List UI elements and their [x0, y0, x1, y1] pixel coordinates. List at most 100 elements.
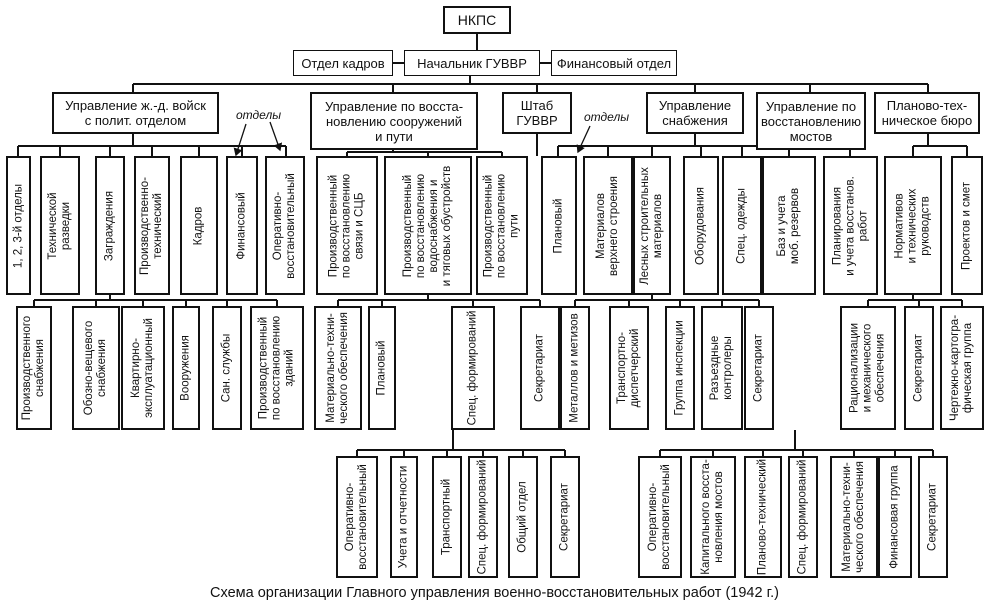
row2-box-5-label: Финансовый — [235, 191, 248, 260]
row4-box-12: Секретариат — [918, 456, 948, 578]
row3-box-14-label: Секретариат — [752, 334, 765, 402]
connector-26 — [558, 145, 789, 147]
row3-box-0: Производственного снабжения — [16, 306, 52, 430]
row2-box-4: Кадров — [180, 156, 218, 295]
row4-box-4-label: Общий отдел — [516, 481, 529, 553]
row3-box-9-label: Секретариат — [533, 334, 546, 402]
row3-box-7: Плановый — [368, 306, 396, 430]
row3-box-11: Транспортно- диспетчерский — [609, 306, 649, 430]
connector-7 — [536, 84, 538, 92]
connector-27 — [694, 134, 696, 146]
row3-box-8-label: Спец. формирований — [466, 310, 479, 426]
row4-box-9-label: Спец. формирований — [796, 459, 809, 575]
connector-21 — [392, 150, 394, 152]
connector-75 — [659, 450, 661, 456]
connector-81 — [932, 450, 934, 456]
row3-box-10-label: Металлов и метизов — [568, 313, 581, 423]
row2-box-3-label: Производственно- технический — [139, 176, 164, 275]
dept-planning-bureau: Планово-тех- ническое бюро — [874, 92, 980, 134]
connector-67 — [356, 450, 358, 456]
connector-17 — [198, 146, 200, 156]
dept-staff: Штаб ГУВВР — [502, 92, 572, 134]
diagram-caption: Схема организации Главного управления во… — [210, 585, 779, 601]
connector-2 — [540, 62, 551, 64]
row4-box-4: Общий отдел — [508, 456, 538, 578]
connector-29 — [607, 146, 609, 156]
row3-box-17: Чертежно-картогра- фическая группа — [940, 306, 984, 430]
row4-box-6: Оперативно- восстановительный — [638, 456, 682, 578]
row2-box-16-label: Планирования и учета восстанов. работ — [831, 175, 869, 276]
connector-9 — [809, 84, 811, 92]
connector-66 — [452, 430, 454, 450]
connector-74 — [794, 430, 796, 450]
row2-box-13: Оборудования — [683, 156, 719, 295]
connector-79 — [853, 450, 855, 456]
row4-box-7: Капитального восста- новления мостов — [690, 456, 736, 578]
row2-box-14-label: Спец. одежды — [735, 187, 748, 264]
connector-6 — [392, 84, 394, 92]
connector-25 — [536, 134, 538, 156]
connector-80 — [894, 450, 896, 456]
row2-box-1-label: Технической разведки — [47, 191, 72, 260]
row3-box-16-label: Секретариат — [912, 334, 925, 402]
row4-box-8-label: Планово-технический — [756, 458, 769, 576]
connector-40 — [33, 300, 35, 306]
connector-12 — [132, 134, 134, 146]
row3-box-17-label: Чертежно-картогра- фическая группа — [949, 314, 974, 422]
connector-32 — [741, 146, 743, 156]
connector-18 — [241, 146, 243, 156]
connector-78 — [802, 450, 804, 456]
connector-15 — [109, 146, 111, 156]
row3-box-3-label: Вооружения — [179, 335, 192, 401]
connector-52 — [427, 295, 429, 300]
row2-box-5: Финансовый — [226, 156, 258, 295]
row4-box-1-label: Учета и отчетности — [397, 465, 410, 569]
connector-51 — [539, 300, 541, 306]
connector-34 — [849, 150, 851, 156]
finance-dept-box: Финансовый отдел — [551, 50, 677, 76]
connector-47 — [338, 299, 540, 301]
row4-box-6-label: Оперативно- восстановительный — [647, 464, 672, 570]
row2-box-16: Планирования и учета восстанов. работ — [823, 156, 878, 295]
label-otdely-left: отделы — [236, 108, 282, 122]
row2-box-11: Материалов верхнего строения — [583, 156, 633, 295]
dept-bridges-restoration: Управление по восстановлению мостов — [756, 92, 866, 150]
row3-box-11-label: Транспортно- диспетчерский — [616, 328, 641, 408]
row3-box-1: Обозно-вещевого снабжения — [72, 306, 120, 430]
connector-19 — [285, 146, 287, 156]
connector-72 — [564, 450, 566, 456]
row2-box-12: Лесных строительных материалов — [633, 156, 671, 295]
row4-box-2-label: Транспортный — [440, 478, 453, 556]
connector-23 — [427, 152, 429, 156]
row3-box-12: Группа инспекции — [665, 306, 695, 430]
row2-box-7-label: Производственный по восстановлению связи… — [327, 173, 366, 278]
connector-4 — [133, 83, 928, 85]
row4-box-7-label: Капитального восста- новления мостов — [700, 459, 725, 575]
connector-35 — [913, 145, 967, 147]
connector-53 — [575, 299, 759, 301]
row3-box-4-label: Сан. службы — [220, 333, 233, 403]
row2-box-1: Технической разведки — [40, 156, 80, 295]
row2-box-4-label: Кадров — [192, 206, 205, 245]
connector-0 — [476, 34, 478, 50]
row3-box-14: Секретариат — [744, 306, 774, 430]
chief-box: Начальник ГУВВР — [404, 50, 540, 76]
row2-box-17: Нормативов и технических руководств — [884, 156, 942, 295]
connector-46 — [109, 295, 111, 300]
personnel-dept-box: Отдел кадров — [293, 50, 393, 76]
row4-box-9: Спец. формирований — [788, 456, 818, 578]
connector-76 — [712, 450, 714, 456]
row2-box-0: 1, 2, 3-й отделы — [6, 156, 31, 295]
connector-42 — [142, 300, 144, 306]
label-otdely-right: отделы — [584, 110, 630, 124]
connector-28 — [557, 146, 559, 156]
connector-71 — [522, 450, 524, 456]
connector-63 — [961, 300, 963, 306]
connector-30 — [651, 146, 653, 156]
connector-62 — [918, 300, 920, 306]
row4-box-8: Планово-технический — [744, 456, 782, 578]
connector-73 — [660, 449, 933, 451]
row2-box-11-label: Материалов верхнего строения — [595, 175, 620, 276]
connector-65 — [357, 449, 565, 451]
